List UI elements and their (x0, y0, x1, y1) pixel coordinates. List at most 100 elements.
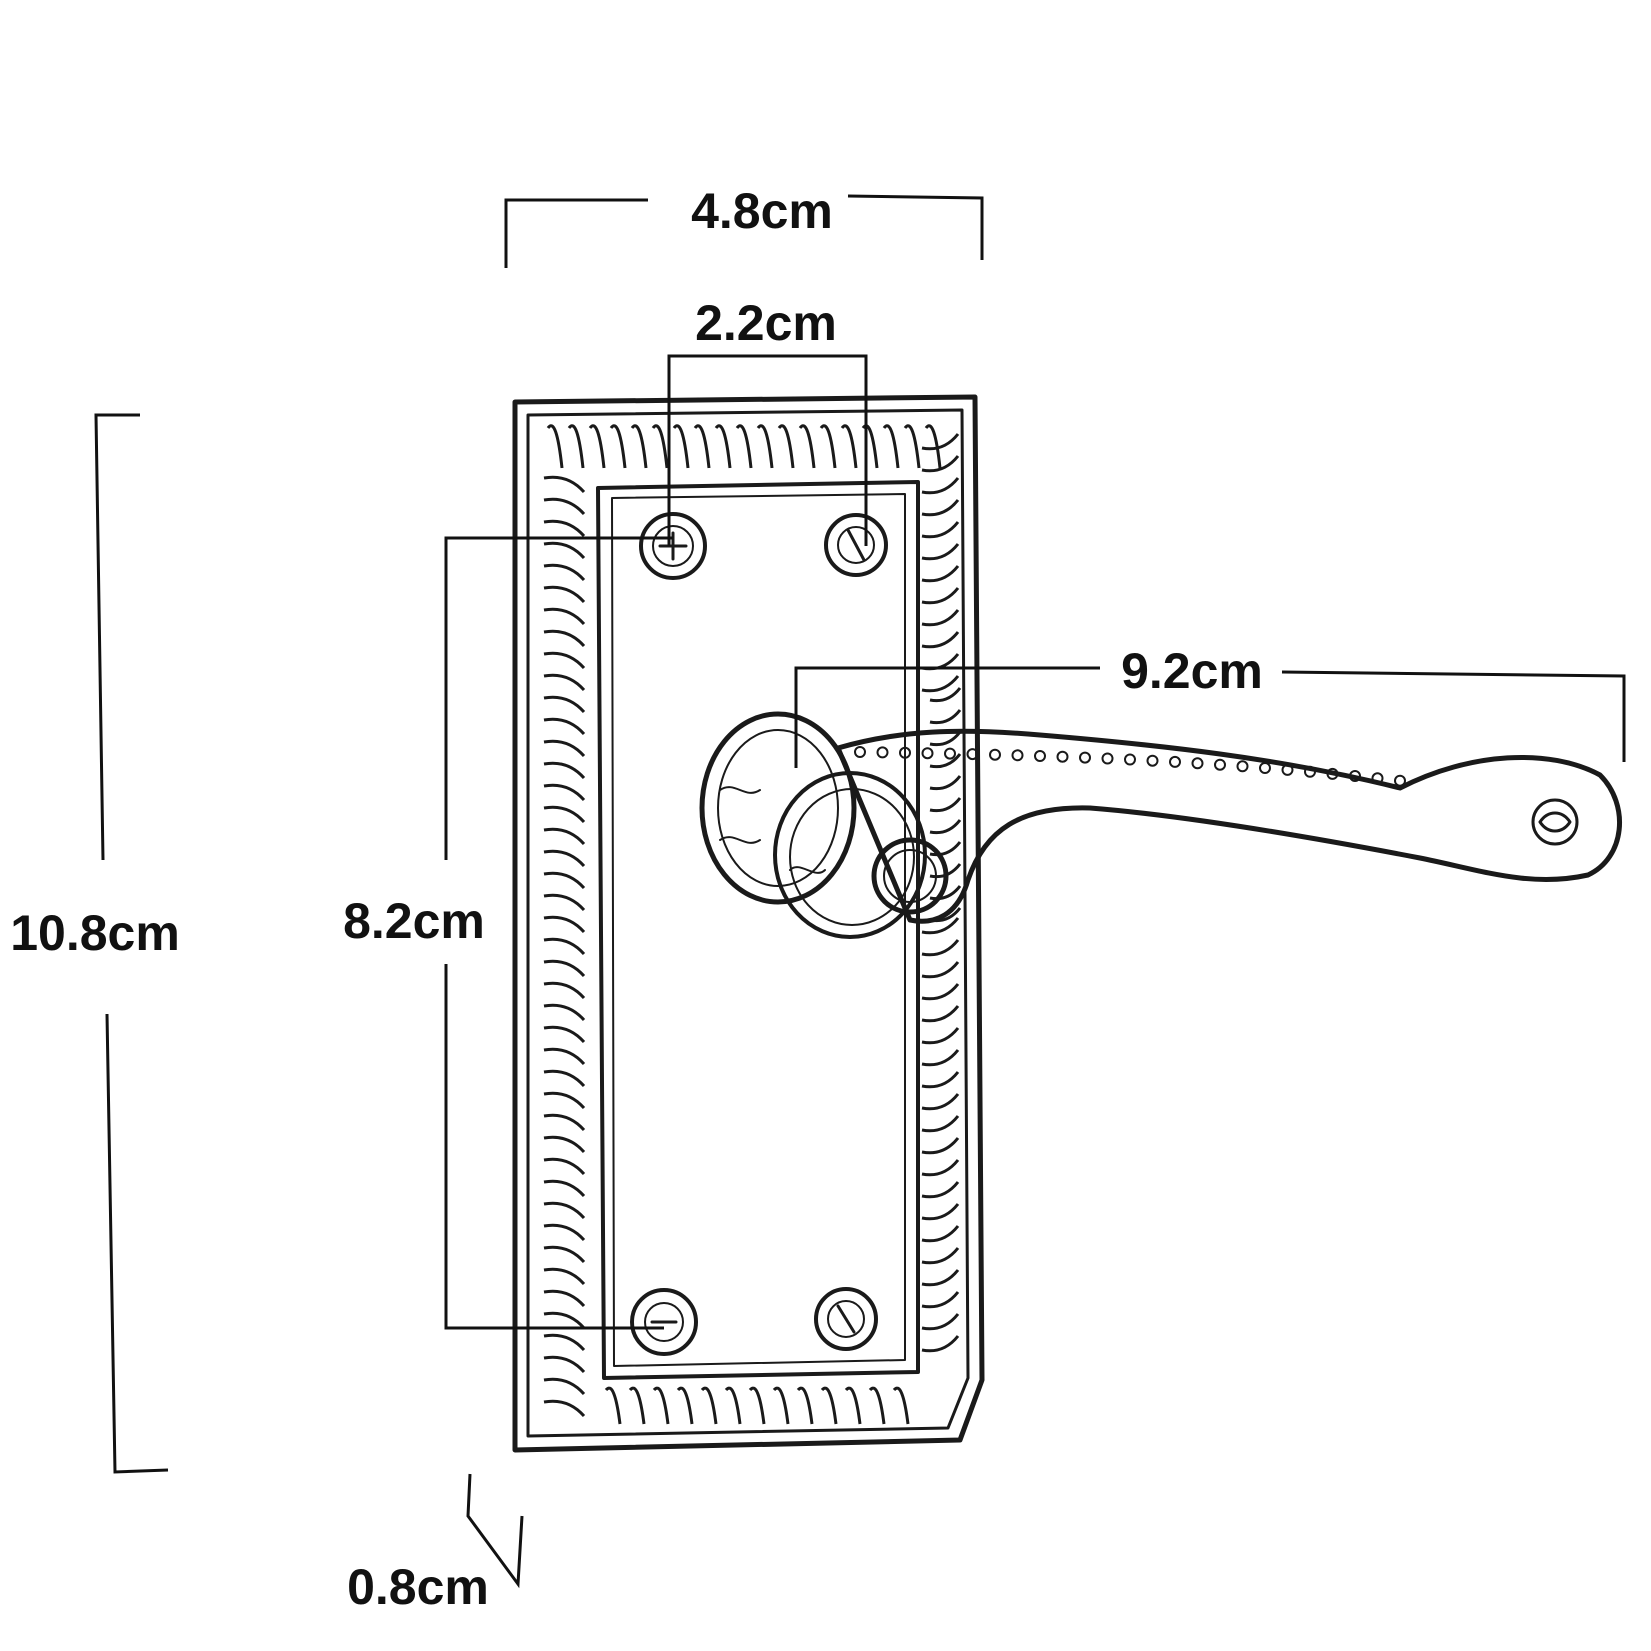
rope-twist (840, 424, 858, 469)
rope-twist (628, 1386, 646, 1425)
label-hole-spacing-vertical: 8.2cm (343, 893, 485, 949)
rope-twist (796, 1386, 814, 1425)
rope-twist (929, 819, 962, 835)
rope-twist (651, 424, 669, 469)
label-overall-height: 10.8cm (10, 905, 180, 961)
rope-twist (882, 424, 900, 469)
lever-bead (1056, 750, 1069, 763)
lever-bead (854, 746, 866, 758)
rope-twist (543, 1135, 586, 1154)
rope-twist (543, 1399, 586, 1418)
rope-twist (921, 499, 960, 517)
rope-twist (892, 1386, 910, 1425)
rope-twist (921, 1115, 960, 1133)
rope-twist (543, 629, 586, 648)
fixing-hole-bottom-left (630, 1288, 698, 1356)
rope-twist (609, 424, 627, 469)
rope-twist (543, 717, 586, 736)
rope-twist (921, 1005, 960, 1023)
lever-bead (1326, 767, 1339, 780)
lever-bead (966, 748, 979, 761)
rope-twist (543, 761, 586, 780)
rope-twist (921, 1071, 960, 1089)
rope-twist (921, 1225, 960, 1243)
dimension-overall-height: 10.8cm (10, 413, 180, 1474)
lever-bead (1034, 750, 1046, 762)
rope-twist (652, 1386, 670, 1425)
rope-twist (543, 893, 586, 912)
lever-bead (1259, 762, 1271, 774)
rope-twist (543, 475, 586, 494)
rope-twist (921, 1203, 960, 1221)
rope-twist (820, 1386, 838, 1425)
rope-twist (921, 1313, 960, 1331)
rope-twist (543, 1377, 586, 1396)
rope-twist (543, 695, 586, 714)
lever-bead (1304, 765, 1316, 778)
label-plate-thickness: 0.8cm (347, 1559, 489, 1615)
rope-twist (921, 587, 960, 605)
lever-bead (1146, 754, 1159, 767)
rope-twist (772, 1386, 790, 1425)
rope-twist (921, 1093, 960, 1111)
rope-twist (543, 827, 586, 846)
rope-twist (921, 433, 960, 451)
rope-twist (861, 424, 879, 469)
rope-twist (929, 885, 962, 901)
rope-twist (604, 1386, 622, 1425)
rope-twist (543, 607, 586, 626)
lever-bead (1349, 770, 1361, 782)
rope-twist (543, 1091, 586, 1110)
lever-bead (944, 747, 956, 760)
rope-twist (921, 631, 960, 649)
rope-twist (543, 1245, 586, 1264)
rope-twist (543, 1069, 586, 1088)
rope-twist (543, 1047, 586, 1066)
backplate (512, 394, 985, 1453)
rope-twist (700, 1386, 718, 1425)
rope-twist (921, 1137, 960, 1155)
rope-twist (921, 565, 960, 583)
rope-twist (543, 805, 586, 824)
rope-twist (921, 1027, 960, 1045)
rope-twist (724, 1386, 742, 1425)
rope-twist (929, 797, 962, 813)
rope-twist (543, 937, 586, 956)
rope-twist (929, 753, 962, 769)
rope-twist (921, 1269, 960, 1287)
lever-handle (699, 711, 1622, 939)
lever-bead (1214, 758, 1226, 771)
label-lever-length: 9.2cm (1121, 643, 1263, 699)
rope-twist (543, 1003, 586, 1022)
rope-twist (921, 1159, 960, 1177)
rope-twist (921, 1049, 960, 1067)
rope-twist (543, 1157, 586, 1176)
rope-twist (714, 424, 732, 469)
label-hole-spacing-horizontal: 2.2cm (695, 295, 837, 351)
rope-twist (543, 1267, 586, 1286)
dimension-hole-spacing-vertical: 8.2cm (343, 536, 673, 1330)
rope-twist (921, 675, 960, 693)
rope-twist (798, 424, 816, 469)
rope-twist (543, 1355, 586, 1374)
rope-twist (543, 497, 586, 516)
lever-bead-decoration (854, 746, 1406, 787)
lever-bead (1281, 763, 1294, 776)
rope-twist (921, 917, 960, 935)
lever-bead (1394, 774, 1406, 787)
rope-twist (543, 849, 586, 868)
rope-twist (929, 841, 962, 857)
rope-twist (543, 1223, 586, 1242)
rope-twist (543, 519, 586, 538)
rope-twist (543, 651, 586, 670)
rope-twist (748, 1386, 766, 1425)
fixing-hole-top-right (824, 513, 888, 577)
rope-twist (543, 1025, 586, 1044)
lever-bead (1236, 760, 1249, 773)
rope-twist (844, 1386, 862, 1425)
rope-twist (929, 775, 962, 791)
rope-twist (921, 961, 960, 979)
lever-bead (1079, 751, 1091, 764)
rope-border-pattern (543, 424, 962, 1425)
rope-twist (929, 687, 962, 703)
